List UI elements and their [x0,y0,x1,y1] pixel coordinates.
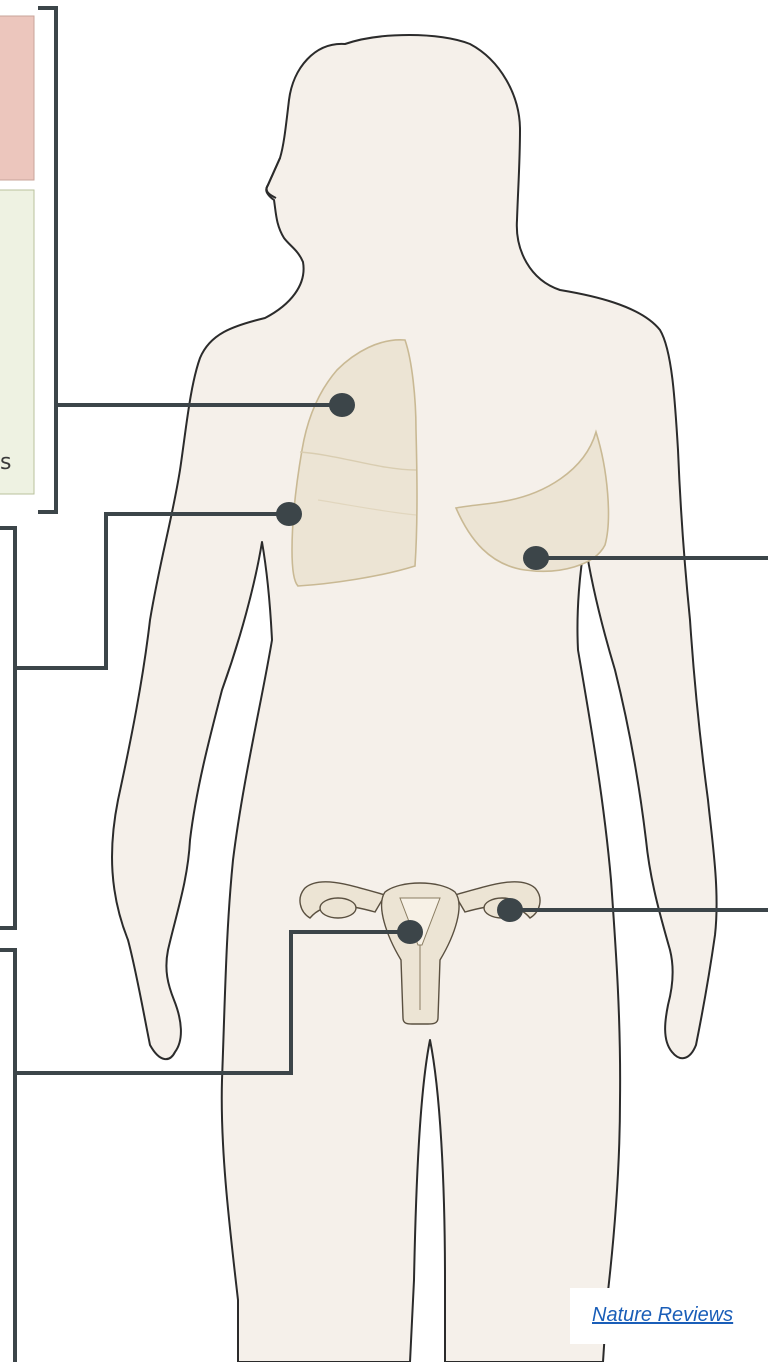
bracket-top [38,8,56,512]
label-box-green [0,190,34,494]
credit-link[interactable]: Nature Reviews [592,1304,733,1327]
bracket-middle [0,528,15,928]
marker-lung-upper [329,393,355,417]
body-silhouette [112,35,717,1362]
label-box-red [0,16,34,180]
label-box-green-text: s [0,450,11,475]
marker-breast [523,546,549,570]
marker-ovary [497,898,523,922]
credit-box: Nature Reviews [570,1288,768,1344]
bracket-bottom [0,950,15,1362]
ovary-left [320,898,356,918]
marker-uterus [397,920,423,944]
marker-lung-lower [276,502,302,526]
